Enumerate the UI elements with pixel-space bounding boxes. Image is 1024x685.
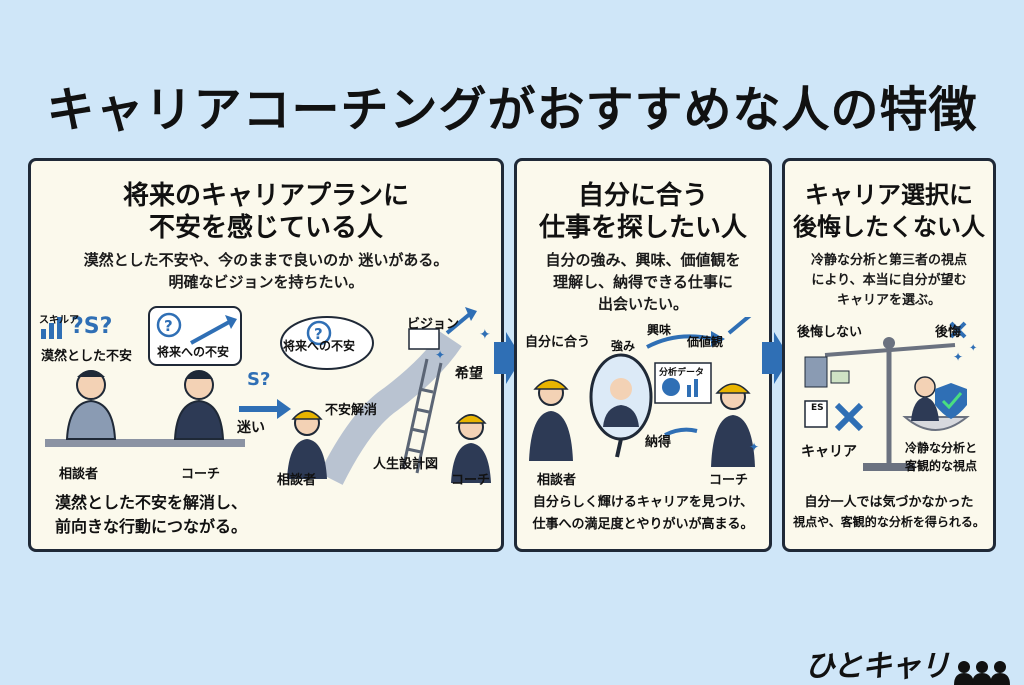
panel1-illustration: ?S? ? S? ? [41, 306, 491, 485]
calm-analysis-label-line2: 客観的な視点 [905, 459, 978, 473]
values-label: 価値観 [687, 335, 724, 349]
future-anxiety-cloud-label: 将来への不安 [283, 339, 356, 353]
svg-text:✦: ✦ [479, 327, 491, 343]
panel3-heading-line2: 後悔したくない人 [793, 213, 985, 241]
skill-label: スキルア [39, 315, 79, 326]
arrow-right-icon-1 [494, 332, 522, 384]
coach-label: コーチ [709, 473, 749, 488]
panel2-illustration: ✦ [529, 317, 759, 467]
panel1-heading-line1: 将来のキャリアプランに [122, 181, 409, 211]
client-label: 相談者 [537, 473, 577, 488]
svg-text:?S?: ?S? [71, 314, 112, 339]
panel1-footer-line2: 前向きな行動につながる。 [55, 517, 248, 536]
no-regret-label: 後悔しない [797, 325, 863, 340]
calm-analysis-label-line1: 冷静な分析と [905, 441, 978, 455]
panel3-footer-line1: 自分一人では気づかなかった [804, 495, 974, 510]
client-label: 相談者 [59, 467, 99, 482]
hesitation-label: 迷い [237, 420, 265, 436]
panel3-desc-line1: 冷静な分析と第三者の視点 [810, 253, 967, 268]
coach-label: コーチ [181, 467, 221, 482]
es-label: ES [811, 403, 824, 413]
panel1-footer-line1: 漠然とした不安を解消し、 [55, 493, 248, 512]
career-label: キャリア [801, 444, 857, 460]
panel3-footer-line2: 視点や、客観的な分析を得られる。 [793, 515, 985, 529]
coach-label-2: コーチ [451, 473, 491, 488]
svg-text:✦: ✦ [953, 350, 963, 364]
panel2-desc-line1: 自分の強み、興味、価値観を [545, 251, 741, 269]
svg-text:S?: S? [247, 369, 270, 390]
hope-label: 希望 [455, 366, 483, 382]
panel2-heading-line1: 自分に合う [577, 181, 708, 211]
fit-label: 自分に合う [525, 335, 591, 350]
svg-text:?: ? [314, 325, 323, 343]
vague-anxiety-label: 漠然とした不安 [41, 349, 133, 364]
analysis-data-label: 分析データ [659, 368, 705, 378]
regret-label: 後悔 [935, 325, 962, 340]
conviction-label: 納得 [645, 435, 672, 450]
panel1-desc-line1: 漠然とした不安や、今のままで良いのか 迷いがある。 [83, 251, 449, 269]
panel3-desc-line3: キャリアを選ぶ。 [836, 293, 941, 308]
svg-text:?: ? [164, 317, 173, 335]
panel2-heading-line2: 仕事を探したい人 [538, 213, 747, 243]
panel1-heading-line2: 不安を感じている人 [148, 213, 383, 243]
vision-label: ビジョン [407, 317, 460, 332]
life-plan-label: 人生設計図 [373, 457, 439, 472]
balance-scale-icon: ✦ ✦ [804, 321, 977, 471]
arrow-right-icon-2 [762, 332, 790, 384]
page-title: キャリアコーチングがおすすめな人の特徴 [46, 82, 978, 138]
svg-text:✦: ✦ [435, 348, 445, 362]
brand-logo: ひとキャリ [805, 641, 1010, 685]
interest-label: 興味 [647, 323, 672, 337]
panel2-footer-line1: 自分らしく輝けるキャリアを見つけ、 [532, 495, 754, 510]
panel-future-anxiety: 将来のキャリアプランに 不安を感じている人 漠然とした不安や、今のままで良いのか… [28, 158, 504, 552]
panel2-desc-line3: 出会いたい。 [597, 295, 688, 313]
panel2-footer-line2: 仕事への満足度とやりがいが高まる。 [532, 517, 754, 532]
strength-label: 強み [611, 339, 636, 353]
future-anxiety-bubble-label: 将来への不安 [157, 345, 230, 359]
people-icon [954, 660, 1010, 685]
anxiety-resolved-label: 不安解消 [325, 403, 378, 418]
panel2-desc-line2: 理解し、納得できる仕事に [553, 273, 733, 291]
svg-text:✦: ✦ [969, 343, 977, 354]
panel-find-fit-job: 自分に合う 仕事を探したい人 自分の強み、興味、価値観を 理解し、納得できる仕事… [514, 158, 772, 552]
brand-logo-text: ひとキャリ [804, 649, 950, 684]
svg-text:✦: ✦ [749, 440, 759, 454]
panel3-desc-line2: により、本当に自分が望む [811, 273, 967, 288]
panel3-heading-line1: キャリア選択に [805, 181, 973, 209]
skill-chart-icon [41, 317, 62, 339]
panel-no-regret: キャリア選択に 後悔したくない人 冷静な分析と第三者の視点 により、本当に自分が… [782, 158, 996, 552]
panel1-desc-line2: 明確なビジョンを持ちたい。 [168, 273, 364, 291]
client-label-2: 相談者 [277, 473, 317, 488]
